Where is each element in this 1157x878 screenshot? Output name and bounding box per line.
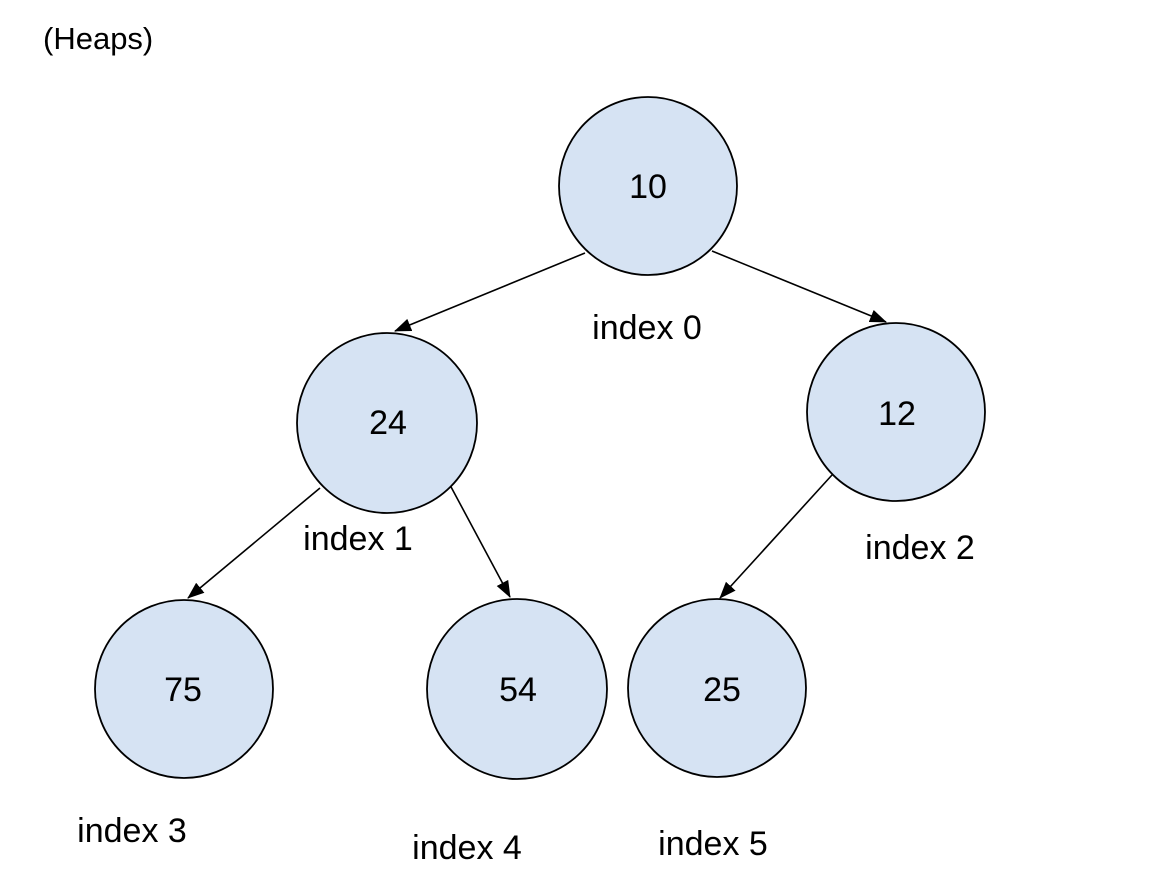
tree-node-circle-4 (426, 598, 608, 780)
tree-node-value-1: 24 (369, 404, 407, 442)
tree-node-5: 25 (627, 598, 807, 778)
tree-node-circle-3 (94, 599, 274, 779)
tree-node-value-4: 54 (499, 671, 537, 709)
tree-node-circle-5 (627, 598, 807, 778)
page-title: (Heaps) (43, 21, 153, 56)
index-label-0: index 0 (592, 309, 702, 347)
tree-edge-0-1 (394, 252, 586, 332)
tree-node-3: 75 (94, 599, 274, 779)
index-label-2: index 2 (865, 529, 975, 567)
tree-node-circle-0 (558, 96, 738, 276)
tree-node-value-3: 75 (164, 671, 202, 709)
edges-layer (187, 250, 887, 599)
tree-node-circle-1 (296, 332, 478, 514)
tree-node-value-2: 12 (878, 395, 916, 433)
tree-edge-0-2 (711, 250, 887, 323)
labels-layer: index 0 index 1 index 2 index 3 index 4 index… (77, 309, 975, 867)
tree-node-value-5: 25 (703, 671, 741, 709)
tree-node-2: 12 (806, 322, 986, 502)
tree-edge-1-3 (187, 487, 321, 599)
tree-edge-2-5 (719, 474, 833, 599)
tree-node-4: 54 (426, 598, 608, 780)
index-label-4: index 4 (412, 829, 522, 867)
index-label-1: index 1 (303, 520, 413, 558)
tree-edge-1-4 (449, 484, 511, 598)
tree-node-circle-2 (806, 322, 986, 502)
index-label-5: index 5 (658, 825, 768, 863)
tree-node-0: 10 (558, 96, 738, 276)
index-label-3: index 3 (77, 812, 187, 850)
tree-node-1: 24 (296, 332, 478, 514)
tree-node-value-0: 10 (629, 168, 667, 206)
nodes-layer: 10 24 12 75 54 25 (94, 96, 986, 780)
